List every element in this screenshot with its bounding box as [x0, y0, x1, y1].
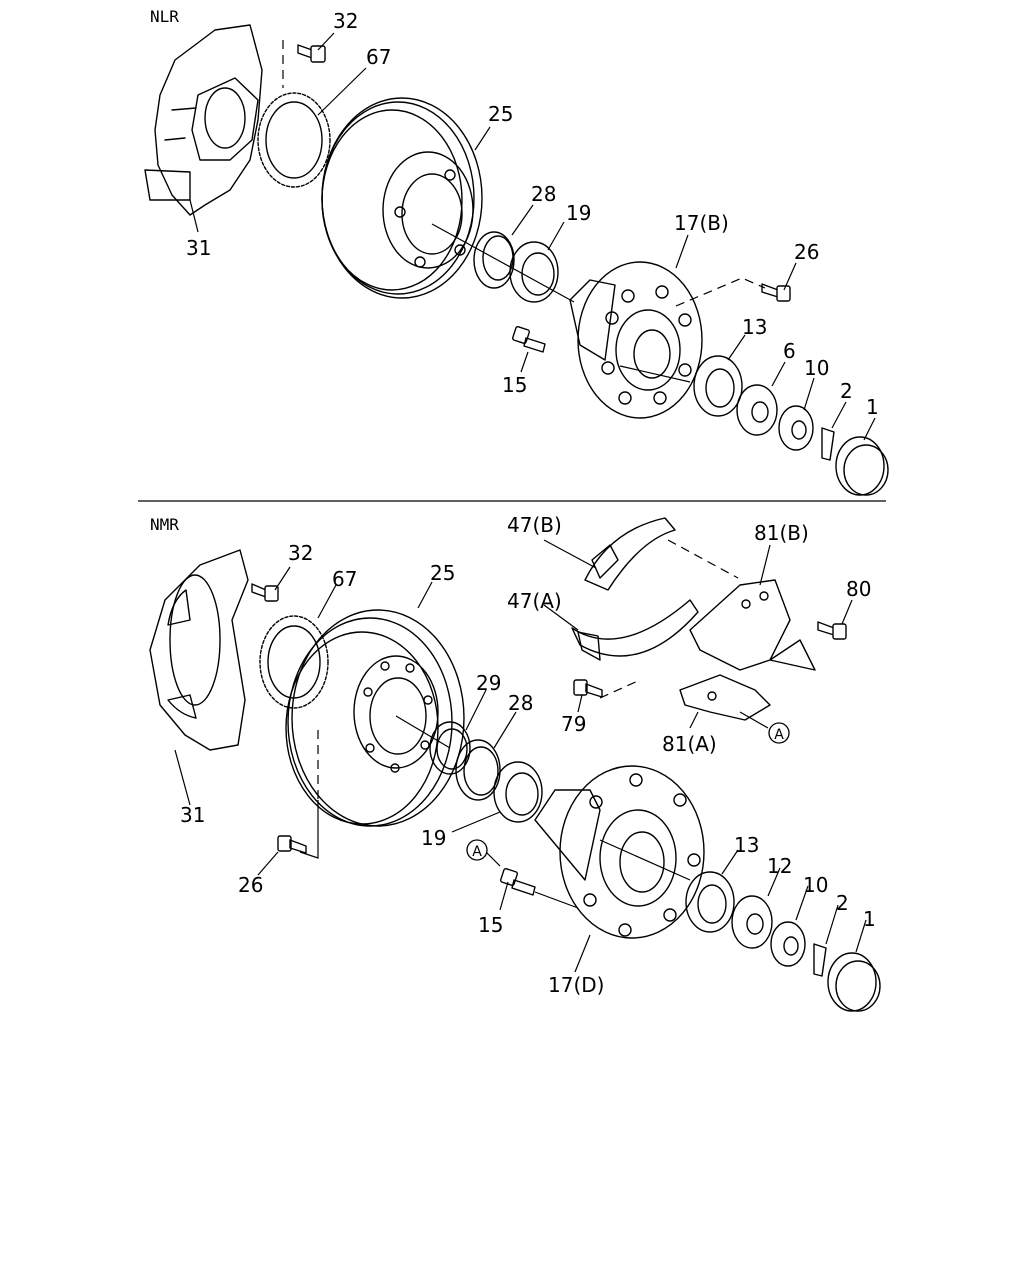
bearing-13-lower: [685, 871, 735, 933]
callout-label: 19: [566, 201, 591, 225]
callout-label: 10: [804, 356, 829, 380]
callout-label: 17(D): [548, 973, 604, 997]
callout-label: 29: [476, 671, 501, 695]
callout-label: 13: [734, 833, 759, 857]
leader-dash: [667, 539, 739, 579]
callout-label: 1: [863, 907, 876, 931]
hub-bolt-upper: [511, 325, 546, 353]
callout-label: 80: [846, 577, 871, 601]
callout-label: 15: [478, 913, 503, 937]
section-label-nmr: NMR: [150, 515, 179, 534]
bearing-19-lower: [493, 761, 543, 823]
callout-label: 17(B): [674, 211, 729, 235]
callout-label: 19: [421, 826, 446, 850]
callout-label: 10: [803, 873, 828, 897]
dust-shield-lower: [149, 549, 249, 751]
oil-seal-lower: [455, 739, 501, 801]
plate-81b: [689, 579, 816, 671]
svg-text:A: A: [472, 844, 482, 860]
callout-label: 15: [502, 373, 527, 397]
callout-label: 26: [238, 873, 263, 897]
callout-label: 2: [840, 379, 853, 403]
callout-label: 67: [366, 45, 391, 69]
brake-shoe-b: [584, 517, 676, 591]
callout-label: 6: [783, 339, 796, 363]
leader-dash: [675, 277, 766, 307]
callout-label: 67: [332, 567, 357, 591]
svg-text:A: A: [774, 727, 784, 743]
callout-label: 1: [866, 395, 879, 419]
bearing-13-upper: [693, 355, 743, 417]
bearing-19-upper: [509, 241, 559, 303]
axis-line: [431, 223, 691, 383]
callout-label: 79: [561, 712, 586, 736]
leader-dash: [599, 679, 641, 699]
bolt-26-upper: [761, 283, 791, 302]
leader-line: [299, 800, 319, 859]
brake-shoe-a: [571, 599, 699, 661]
callout-label: 32: [333, 9, 358, 33]
washer-upper: [736, 384, 778, 436]
hub-upper: [569, 261, 703, 419]
callout-label: 26: [794, 240, 819, 264]
callout-label: 47(B): [507, 513, 562, 537]
reference-marker-a-1: A: [768, 722, 790, 744]
reference-marker-a-2: A: [466, 839, 488, 861]
callout-label: 13: [742, 315, 767, 339]
hub-cap-upper: [835, 436, 889, 496]
callout-label: 81(B): [754, 521, 809, 545]
callout-label: 47(A): [507, 589, 562, 613]
callout-labels-lower: 32 67 25 47(B) 81(B) 80 47(A) 29 28 79 8…: [180, 513, 876, 997]
bolt-79: [573, 679, 603, 698]
callout-labels-upper: 32 67 25 28 19 17(B) 26 13 6 10 2 1 15 3…: [186, 9, 879, 419]
callout-label: 25: [430, 561, 455, 585]
callout-label: 81(A): [662, 732, 717, 756]
hub-cap-lower: [827, 952, 881, 1012]
callout-label: 32: [288, 541, 313, 565]
castle-nut-upper: [778, 405, 814, 451]
callout-label: 2: [836, 891, 849, 915]
castle-nut-lower: [770, 921, 806, 967]
callout-label: 25: [488, 102, 513, 126]
callout-label: 28: [531, 182, 556, 206]
bolt-32-upper: [297, 44, 326, 63]
callout-label: 28: [508, 691, 533, 715]
spacer-29: [429, 721, 471, 775]
brake-disc-upper: [321, 97, 483, 299]
hub-lower: [534, 765, 705, 939]
cotter-pin-lower: [813, 943, 827, 977]
bolt-26-lower: [277, 835, 307, 854]
leader-line: [534, 891, 579, 909]
washer-lower: [731, 895, 773, 949]
bolt-32-lower: [251, 583, 279, 602]
plate-81a: [679, 674, 771, 721]
callout-label: 31: [180, 803, 205, 827]
upper-assembly: [144, 24, 889, 496]
brake-disc-lower: [285, 609, 465, 827]
section-label-nlr: NLR: [150, 7, 179, 26]
cotter-pin-upper: [821, 427, 835, 461]
hub-bolt-lower: [499, 867, 536, 896]
dust-shield-upper: [144, 24, 263, 216]
callout-label: 31: [186, 236, 211, 260]
oil-seal-upper: [473, 231, 515, 289]
axis-line: [395, 715, 691, 881]
callout-leaders: [174, 32, 876, 973]
abs-ring-upper: [257, 92, 331, 188]
callout-label: 12: [767, 854, 792, 878]
bolt-80: [817, 621, 847, 640]
